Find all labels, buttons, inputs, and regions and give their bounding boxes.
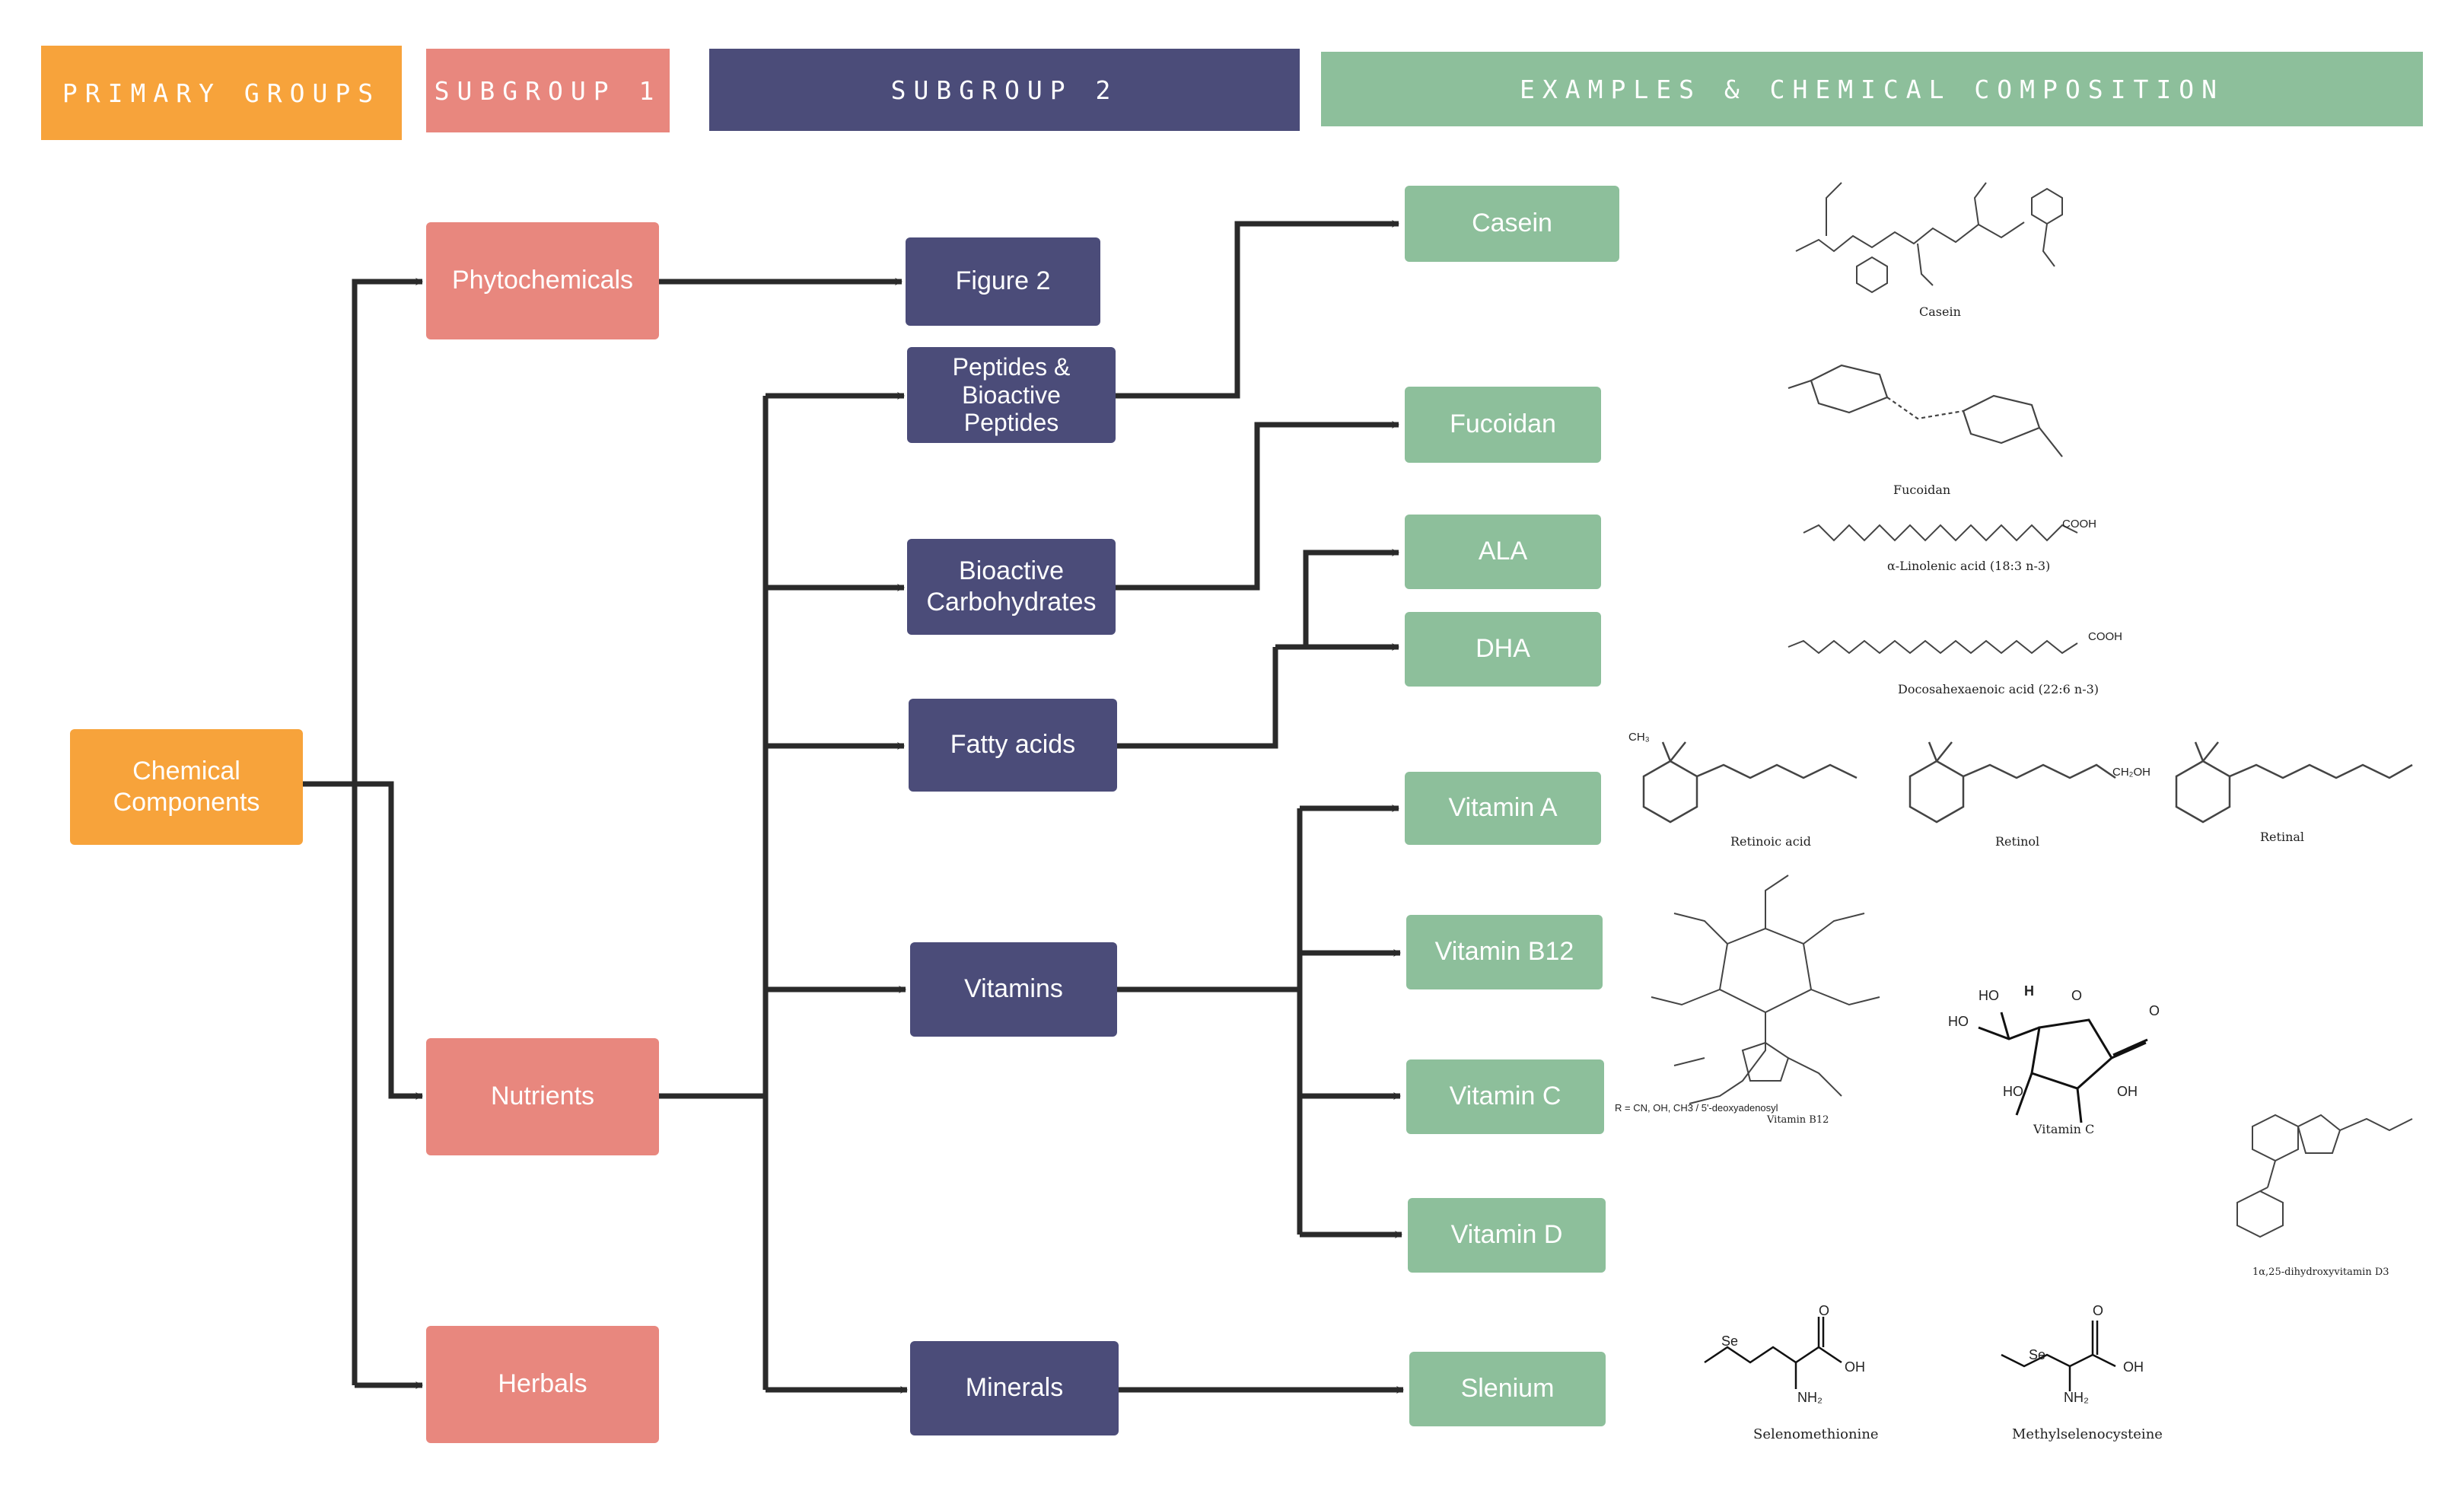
node-vitamin-b12: Vitamin B12 <box>1406 915 1603 989</box>
casein-caption: Casein <box>1919 304 1961 319</box>
retinoic-acid-structure <box>1642 741 1858 824</box>
vitamin-d-structure <box>2236 1114 2413 1238</box>
node-vitamin-c: Vitamin C <box>1406 1059 1604 1134</box>
retinoic-acid-caption: Retinoic acid <box>1730 834 1812 849</box>
selenomethionine-se: Se <box>1721 1333 1739 1349</box>
retinoic-acid-ch3-label: CH₃ <box>1628 731 1650 744</box>
ala-cooh-label: COOH <box>2062 518 2096 531</box>
node-casein: Casein <box>1405 186 1619 262</box>
node-chemical-components: Chemical Components <box>70 729 303 845</box>
retinol-caption: Retinol <box>1995 834 2040 849</box>
fucoidan-structure <box>1788 364 2063 457</box>
selenomethionine-oh: OH <box>1845 1359 1865 1375</box>
dha-structure <box>1788 639 2078 655</box>
node-vitamin-a: Vitamin A <box>1405 772 1601 845</box>
vitamin-c-oh: OH <box>2117 1084 2138 1099</box>
edge-root-trunk <box>303 781 358 1385</box>
edge-fatty-ala <box>1275 549 1399 650</box>
node-peptides: Peptides & Bioactive Peptides <box>907 347 1116 443</box>
methylselenocysteine-structure <box>2001 1321 2116 1391</box>
vitamin-c-o: O <box>2149 1003 2160 1018</box>
node-figure-2: Figure 2 <box>906 237 1100 326</box>
node-minerals: Minerals <box>910 1341 1119 1435</box>
retinal-caption: Retinal <box>2260 830 2305 844</box>
vitamin-c-ho-left: HO <box>1948 1014 1969 1029</box>
node-bioactive-carbohydrates: Bioactive Carbohydrates <box>907 539 1116 635</box>
node-ala: ALA <box>1405 515 1601 589</box>
node-nutrients: Nutrients <box>426 1038 659 1155</box>
header-subgroup-1: SUBGROUP 1 <box>426 49 670 132</box>
vitamin-c-ho-bottom: HO <box>2003 1084 2023 1099</box>
methylselenocysteine-o: O <box>2093 1303 2104 1318</box>
node-phytochemicals: Phytochemicals <box>426 222 659 339</box>
selenomethionine-caption: Selenomethionine <box>1753 1426 1879 1442</box>
methylselenocysteine-se: Se <box>2029 1347 2046 1362</box>
node-dha: DHA <box>1405 612 1601 687</box>
vitamin-c-structure <box>1978 1012 2148 1123</box>
vitamin-b12-structure <box>1651 875 1880 1104</box>
vitamin-c-o-ring: O <box>2071 988 2083 1003</box>
selenomethionine-structure <box>1704 1317 1842 1389</box>
node-fucoidan: Fucoidan <box>1405 387 1601 463</box>
node-selenium: Slenium <box>1409 1352 1606 1426</box>
edge-peptides-casein <box>1116 220 1399 399</box>
header-subgroup-2: SUBGROUP 2 <box>709 49 1300 131</box>
dha-cooh-label: COOH <box>2088 630 2122 643</box>
methylselenocysteine-caption: Methylselenocysteine <box>2012 1426 2163 1442</box>
ala-structure <box>1803 524 2078 542</box>
dha-caption: Docosahexaenoic acid (22:6 n-3) <box>1898 682 2099 696</box>
selenomethionine-o: O <box>1819 1303 1830 1318</box>
vitamin-c-h: H <box>2024 983 2034 999</box>
vitamin-b12-caption: Vitamin B12 <box>1767 1114 1829 1126</box>
edge-root-nutrients <box>303 781 423 1100</box>
edge-carbs-fucoidan <box>1116 421 1399 591</box>
header-primary-groups: PRIMARY GROUPS <box>41 46 402 140</box>
edge-fatty-split <box>1116 647 1278 749</box>
node-vitamin-d: Vitamin D <box>1408 1198 1606 1273</box>
ala-caption: α-Linolenic acid (18:3 n-3) <box>1887 559 2051 573</box>
header-examples: EXAMPLES & CHEMICAL COMPOSITION <box>1321 52 2423 126</box>
selenomethionine-nh2: NH₂ <box>1797 1390 1823 1405</box>
methylselenocysteine-nh2: NH₂ <box>2064 1390 2089 1405</box>
retinol-ch2oh-label: CH₂OH <box>2112 766 2150 779</box>
casein-structure <box>1795 182 2063 294</box>
retinol-structure <box>1908 741 2116 824</box>
vitamin-b12-note: R = CN, OH, CH3 / 5'-deoxyadenosyl <box>1615 1102 1778 1114</box>
vitamin-c-ho-top: HO <box>1979 988 1999 1003</box>
node-herbals: Herbals <box>426 1326 659 1443</box>
methylselenocysteine-oh: OH <box>2123 1359 2144 1375</box>
fucoidan-caption: Fucoidan <box>1893 483 1951 497</box>
edge-nutrients-trunk <box>659 396 769 1099</box>
edge-root-phytochemicals <box>352 278 423 784</box>
retinal-structure <box>2175 741 2413 824</box>
vitamin-d-caption: 1α,25-dihydroxyvitamin D3 <box>2252 1267 2389 1278</box>
node-fatty-acids: Fatty acids <box>909 699 1117 792</box>
node-vitamins: Vitamins <box>910 942 1117 1037</box>
vitamin-c-caption: Vitamin C <box>2033 1122 2095 1136</box>
